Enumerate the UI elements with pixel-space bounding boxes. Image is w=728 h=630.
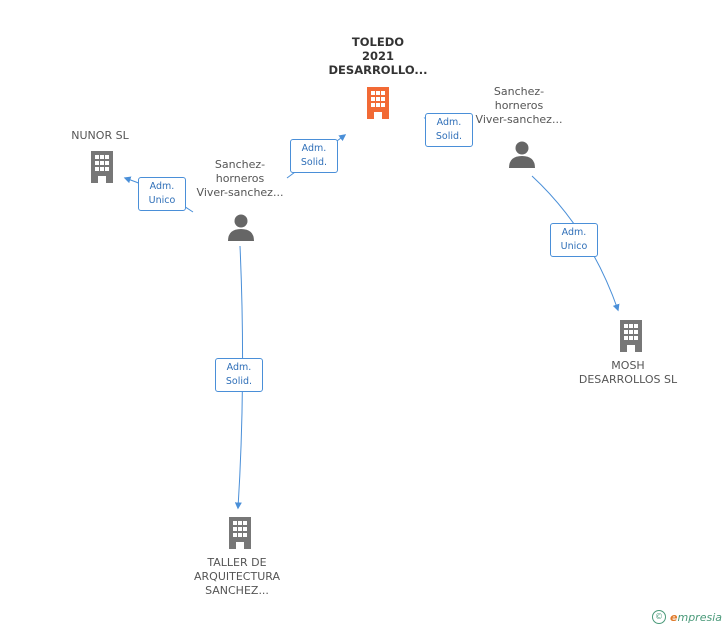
building-icon-main[interactable] [362,85,394,121]
node-label-person-left[interactable]: Sanchez- horneros Viver-sanchez... [196,158,284,199]
building-icon-mosh[interactable] [615,318,647,354]
person-icon-left[interactable] [226,212,256,242]
edge-badge-right-to-toledo[interactable]: Adm. Solid. [425,113,473,147]
edge-badge-left-to-toledo[interactable]: Adm. Solid. [290,139,338,173]
person-icon-right[interactable] [507,139,537,169]
node-label-toledo[interactable]: TOLEDO 2021 DESARROLLO... [328,35,428,77]
edge-badge-right-to-mosh[interactable]: Adm. Unico [550,223,598,257]
edge-badge-left-to-taller[interactable]: Adm. Solid. [215,358,263,392]
edge-badge-left-to-nunor[interactable]: Adm. Unico [138,177,186,211]
node-label-taller[interactable]: TALLER DE ARQUITECTURA SANCHEZ... [194,556,280,597]
building-icon-taller[interactable] [224,515,256,551]
building-icon-nunor[interactable] [86,149,118,185]
copyright-icon: © [652,610,667,624]
empresia-brand[interactable]: © empresia [652,610,722,624]
node-label-mosh[interactable]: MOSH DESARROLLOS SL [578,359,678,386]
node-label-person-right[interactable]: Sanchez- horneros Viver-sanchez... [475,85,563,126]
brand-logo-text: empresia [670,610,722,624]
node-label-nunor[interactable]: NUNOR SL [71,129,129,142]
